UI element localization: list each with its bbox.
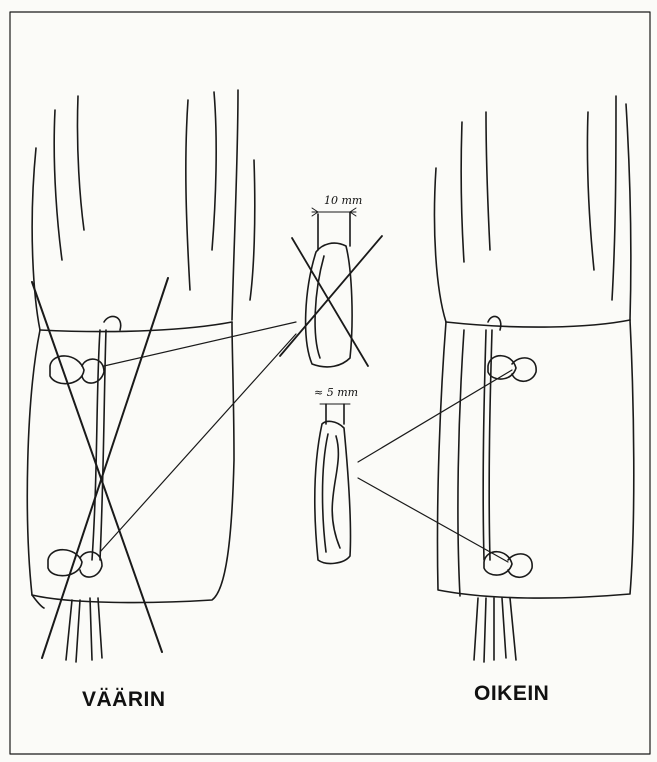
page-border <box>10 12 650 754</box>
narrow-dimension-label: ≈ 5 mm <box>314 386 358 399</box>
wide-loop <box>306 208 356 367</box>
right-label: OIKEIN <box>474 682 549 706</box>
wrong-label: VÄÄRIN <box>82 688 166 712</box>
right-lace <box>474 316 536 662</box>
pointer-lines <box>100 322 512 562</box>
right-leg <box>434 96 633 598</box>
wide-loop-cross-mark <box>280 236 382 366</box>
wrong-leg <box>27 90 254 608</box>
narrow-loop <box>315 404 351 563</box>
wide-dimension-label: 10 mm <box>324 194 362 207</box>
